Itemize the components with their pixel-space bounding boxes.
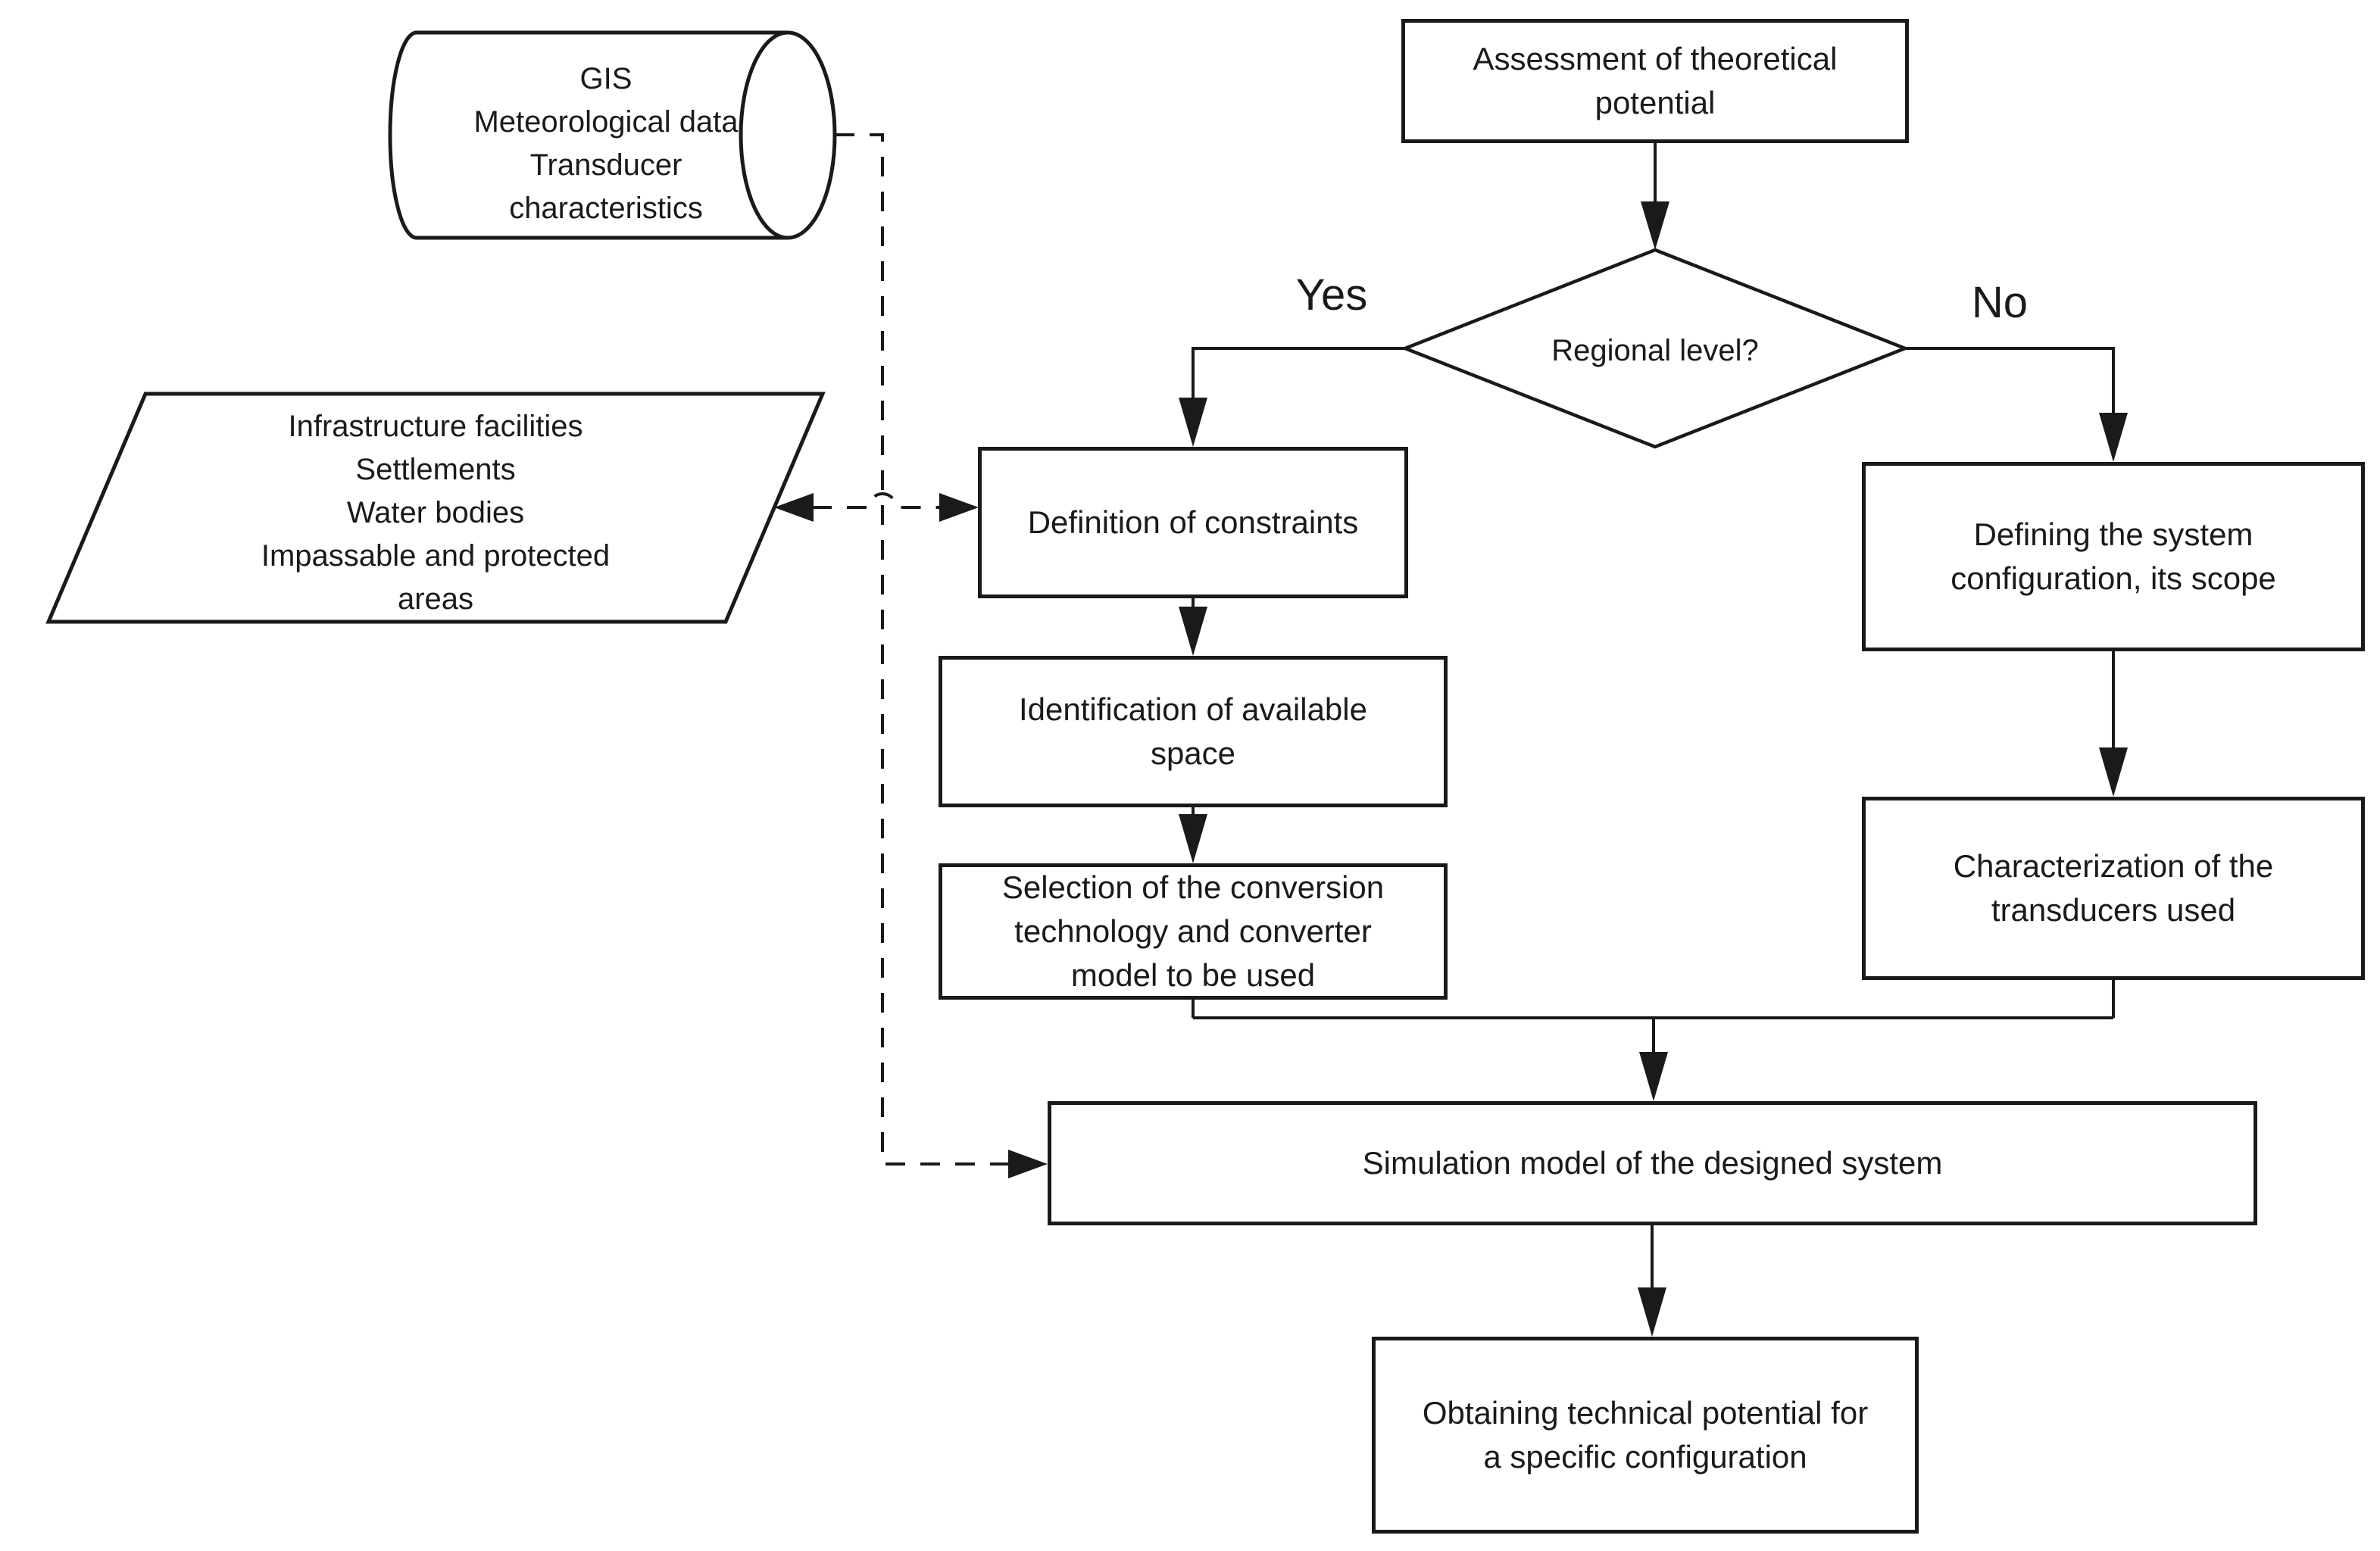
edge-defining-to-characterization: [2099, 651, 2128, 797]
defining-configuration-box: Defining the system configuration, its s…: [1862, 462, 2365, 651]
datastore-cylinder: GIS Meteorological data Transducer chara…: [420, 47, 792, 240]
selection-line: technology and converter: [1014, 913, 1372, 949]
datastore-cylinder-shape: [388, 30, 837, 240]
selection-of-technology-box: Selection of the conversion technology a…: [939, 863, 1448, 1000]
decision-diamond-shape: [1400, 248, 1910, 449]
identification-line: space: [1150, 735, 1236, 771]
obtaining-potential-box: Obtaining technical potential for a spec…: [1372, 1337, 1919, 1534]
inputs-line: Impassable and protected: [261, 538, 611, 573]
edge-assessment-to-decision: [1641, 143, 1669, 250]
edge-definition-to-identification: [1179, 598, 1207, 656]
branch-label-no: No: [1924, 276, 2075, 329]
datastore-line: GIS: [579, 61, 632, 95]
inputs-parallelogram: Infrastructure facilities Settlements Wa…: [129, 403, 742, 623]
yes-text: Yes: [1295, 270, 1368, 320]
inputs-line: areas: [397, 582, 474, 616]
selection-line: model to be used: [1070, 957, 1316, 993]
characterization-line: transducers used: [1991, 892, 2236, 928]
inputs-line: Settlements: [355, 452, 516, 486]
definition-of-constraints-box: Definition of constraints: [978, 447, 1408, 598]
characterization-line: Characterization of the: [1953, 848, 2274, 884]
assessment-line: potential: [1594, 85, 1716, 120]
edge-decision-no-to-defining: [1905, 347, 2128, 462]
selection-line: Selection of the conversion: [1001, 869, 1385, 905]
edge-merge-to-simulation: [1192, 980, 2115, 1101]
datastore-line: Meteorological data: [473, 105, 739, 139]
simulation-model-box: Simulation model of the designed system: [1048, 1101, 2257, 1225]
edge-identification-to-selection: [1179, 807, 1207, 863]
dashed-edge-datastore-to-simulation: [835, 133, 1048, 1178]
branch-label-yes: Yes: [1256, 269, 1407, 322]
assessment-box: Assessment of theoretical potential: [1401, 19, 1909, 143]
no-text: No: [1971, 278, 2029, 327]
obtaining-line: a specific configuration: [1483, 1439, 1807, 1475]
defining-line: configuration, its scope: [1951, 560, 2276, 596]
datastore-line: Transducer: [529, 148, 682, 182]
defining-line: Defining the system: [1973, 516, 2254, 552]
decision-text: Regional level?: [1551, 333, 1759, 367]
characterization-transducers-box: Characterization of the transducers used: [1862, 797, 2365, 980]
obtaining-line: Obtaining technical potential for: [1422, 1395, 1869, 1431]
edge-simulation-to-obtaining: [1638, 1225, 1666, 1337]
identification-of-space-box: Identification of available space: [939, 656, 1448, 807]
simulation-line: Simulation model of the designed system: [1362, 1145, 1943, 1181]
inputs-parallelogram-shape: [45, 392, 826, 624]
assessment-line: Assessment of theoretical: [1473, 41, 1838, 76]
definition-line: Definition of constraints: [1027, 504, 1359, 540]
edge-decision-yes-to-definition: [1179, 347, 1405, 447]
dashed-edge-inputs-definition: [774, 492, 979, 522]
inputs-line: Water bodies: [346, 495, 525, 529]
datastore-line: characteristics: [509, 191, 703, 225]
decision-diamond-label: Regional level?: [1504, 324, 1807, 377]
identification-line: Identification of available: [1019, 691, 1367, 727]
inputs-line: Infrastructure facilities: [288, 409, 583, 443]
